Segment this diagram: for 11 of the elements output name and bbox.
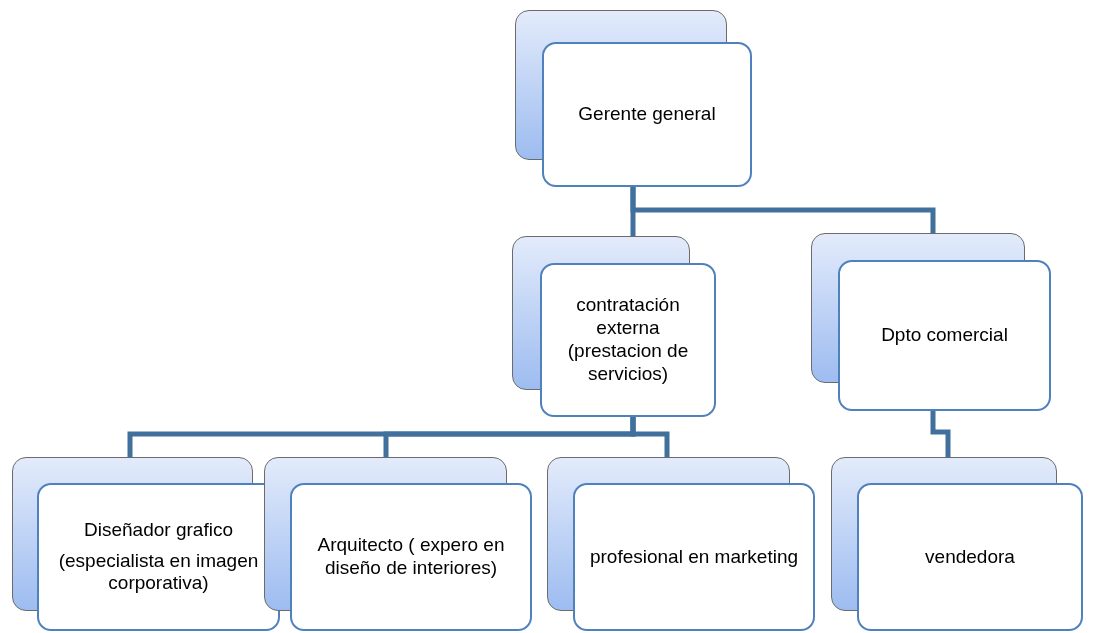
role-title: Diseñador grafico xyxy=(84,518,233,542)
role-title: Gerente general xyxy=(578,103,716,126)
role-title: vendedora xyxy=(925,545,1015,569)
role-title: Arquitecto ( expero en diseño de interiores) xyxy=(316,534,506,580)
connector-line xyxy=(930,411,951,457)
role-description: (especialista en imagen corporativa) xyxy=(57,549,260,596)
role-title: Dpto comercial xyxy=(881,324,1008,347)
role-title: profesional en marketing xyxy=(589,545,799,569)
connector-line xyxy=(630,187,936,233)
role-title: contratación externa (prestacion de servicios) xyxy=(566,294,690,386)
connector-line xyxy=(630,417,670,457)
